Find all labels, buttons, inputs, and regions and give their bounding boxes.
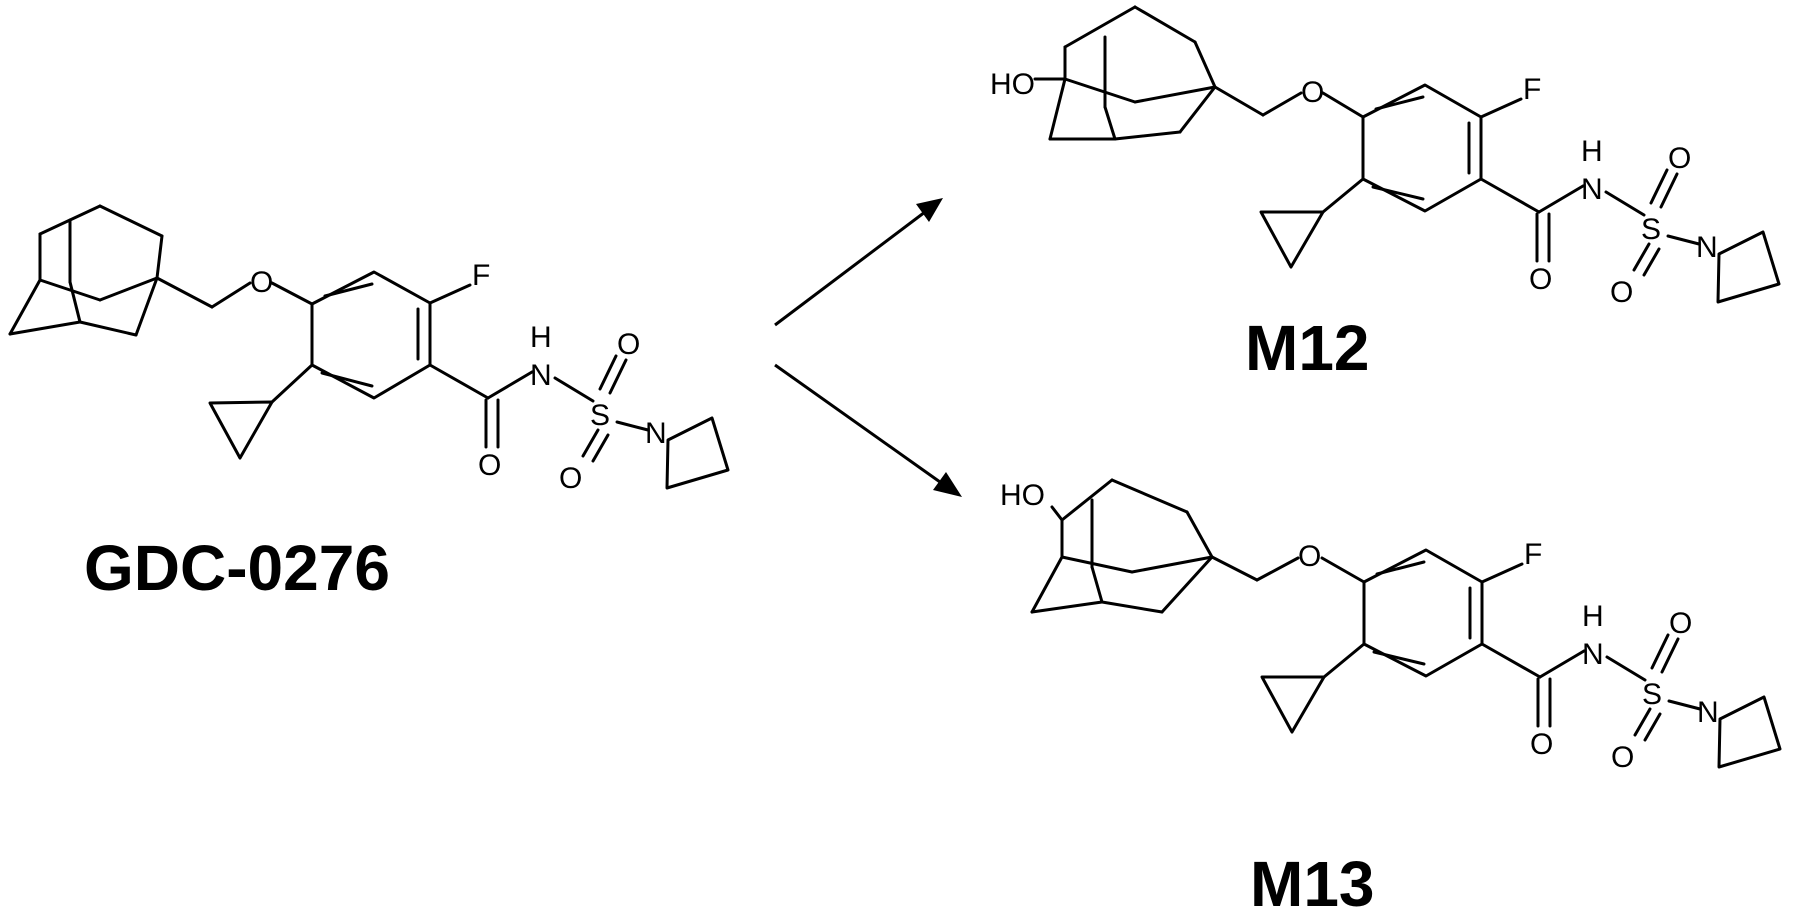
atom-h: H xyxy=(530,321,552,354)
atom-ho: HO xyxy=(1000,479,1045,512)
atom-o-sulfonyl-2: O xyxy=(1610,276,1633,309)
atom-o-ether: O xyxy=(1301,76,1324,109)
reaction-arrows xyxy=(774,198,962,497)
atom-ho: HO xyxy=(990,68,1035,101)
adamantane-cage xyxy=(8,204,214,337)
atom-o-carbonyl: O xyxy=(478,449,501,482)
atom-o-ether: O xyxy=(1298,540,1321,573)
atom-n-azetidine: N xyxy=(645,417,667,450)
atom-n-azetidine: N xyxy=(1697,696,1719,729)
atom-s: S xyxy=(590,399,610,432)
compound-m13: HO O F H N S O O O N M13 xyxy=(1000,478,1782,912)
atom-o-carbonyl: O xyxy=(1530,728,1553,761)
arrow-to-m13 xyxy=(774,363,941,484)
atom-h: H xyxy=(1582,600,1604,633)
atom-o-sulfonyl-1: O xyxy=(617,328,640,361)
atom-n-azetidine: N xyxy=(1696,231,1718,264)
atom-n-amide: N xyxy=(1582,638,1604,671)
atom-o-ether: O xyxy=(250,266,273,299)
compound-gdc-0276: O F H N S O O O N GDC-0276 xyxy=(8,204,730,604)
atom-o-sulfonyl-2: O xyxy=(559,462,582,495)
arrow-to-m12 xyxy=(774,210,926,327)
atom-o-carbonyl: O xyxy=(1529,263,1552,296)
benzamide-core xyxy=(208,270,730,490)
atom-o-sulfonyl-2: O xyxy=(1611,741,1634,774)
compound-label-m13: M13 xyxy=(1250,848,1375,912)
atom-s: S xyxy=(1641,213,1661,246)
compound-m12: HO O F H N S O O O N M12 xyxy=(990,5,1781,384)
adamantane-cage-hydroxylated xyxy=(1030,478,1259,614)
adamantane-cage-hydroxylated xyxy=(1033,5,1265,141)
atom-n-amide: N xyxy=(1581,173,1603,206)
atom-f: F xyxy=(1524,538,1542,571)
arrowhead-to-m12 xyxy=(916,198,943,222)
atom-s: S xyxy=(1642,678,1662,711)
atom-n-amide: N xyxy=(530,359,552,392)
compound-label-m12: M12 xyxy=(1245,312,1370,384)
arrowhead-to-m13 xyxy=(933,472,962,497)
atom-f: F xyxy=(472,259,490,292)
atom-o-sulfonyl-1: O xyxy=(1668,142,1691,175)
atom-f: F xyxy=(1523,73,1541,106)
atom-h: H xyxy=(1581,135,1603,168)
atom-o-sulfonyl-1: O xyxy=(1669,607,1692,640)
compound-label-gdc-0276: GDC-0276 xyxy=(84,532,390,604)
